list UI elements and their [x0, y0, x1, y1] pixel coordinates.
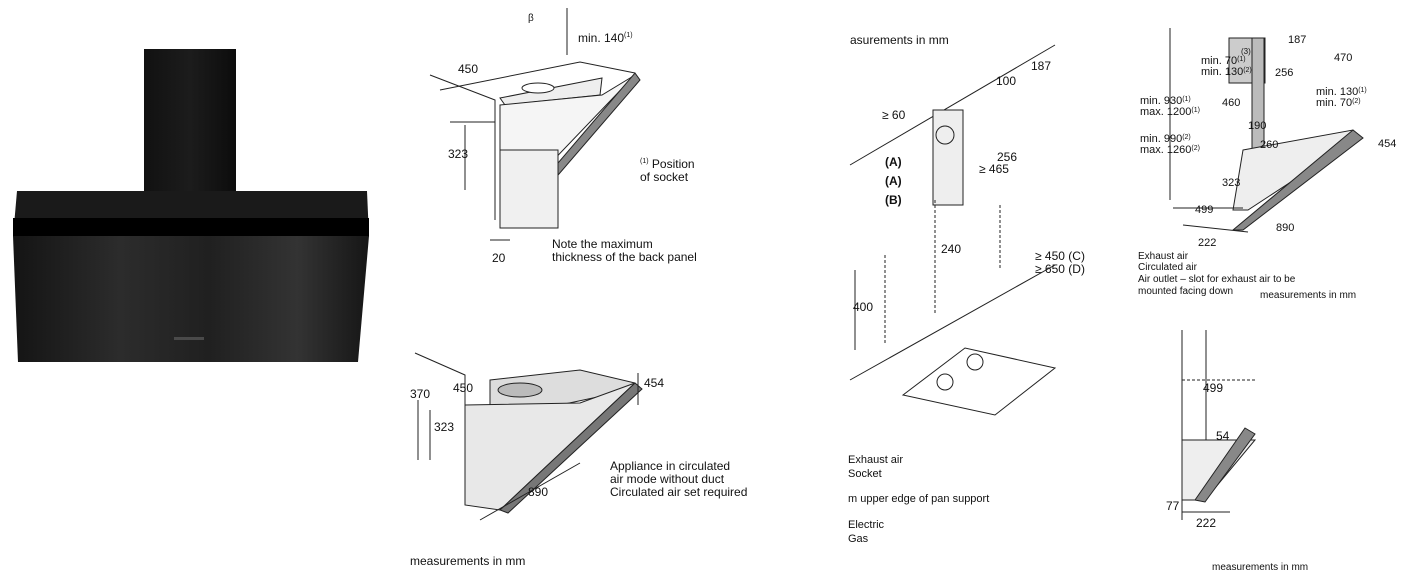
dim-890-label: 890 [1276, 222, 1295, 234]
panel-title: asurements in mm [850, 33, 949, 47]
dim-470-label: 470 [1334, 52, 1353, 64]
dim-650d-label: ≥ 650 (D) [1035, 262, 1085, 276]
dim-height-label: 323 [448, 147, 469, 161]
legend-exhaust-air: Exhaust air [1138, 251, 1189, 262]
dim-height-label: 323 [434, 420, 455, 434]
label-b: (B) [885, 193, 902, 207]
dim-240-label: 240 [941, 242, 962, 256]
dim-angle-label: β [528, 13, 534, 24]
diagram-circulated-air: 370 450 323 454 890 Appliance in circula… [410, 345, 830, 579]
label-min930-max1200: min. 930(1) max. 1200(1) [1140, 95, 1200, 118]
dim-77-label: 77 [1166, 499, 1180, 513]
dim-3-label: (3) [1241, 47, 1251, 56]
dim-323-label: 323 [1222, 177, 1241, 189]
dim-222-label: 222 [1198, 237, 1217, 249]
label-min990-max1260: min. 990(2) max. 1260(2) [1140, 133, 1200, 156]
note-circulated-air: Appliance in circulated air mode without… [610, 459, 748, 499]
dim-190-label: 190 [1248, 120, 1267, 132]
dim-499-label: 499 [1203, 381, 1224, 395]
legend-air-outlet: Air outlet – slot for exhaust air to be [1138, 274, 1296, 285]
dim-width-label: 450 [458, 62, 479, 76]
note-position-socket: (1) Position of socket [640, 157, 695, 184]
dim-256-label: 256 [997, 150, 1018, 164]
legend-circulated-air: Circulated air [1138, 262, 1197, 273]
dim-60-label: ≥ 60 [882, 108, 906, 122]
measurements-note: measurements in mm [410, 554, 526, 568]
dim-back-thickness-label: 20 [492, 251, 506, 265]
dim-260-label: 260 [1260, 139, 1279, 151]
legend-electric: Electric [848, 519, 885, 531]
dim-total-height-label: 370 [410, 387, 431, 401]
diagram-side-profile: 499 54 77 222 measurements in mm [1160, 330, 1408, 579]
label-min70-min130: min. 70(1) min. 130(2) [1201, 55, 1252, 78]
dim-460-label: 460 [1222, 97, 1241, 109]
dim-width-label: 450 [453, 381, 474, 395]
dim-450c-label: ≥ 450 (C) [1035, 249, 1085, 263]
legend-mounted-facing-down: mounted facing down [1138, 286, 1234, 297]
diagram-dimensions-chimney: 187 (3) 470 min. 70(1) min. 130(2) 256 m… [1138, 0, 1408, 310]
label-a-1: (A) [885, 155, 902, 169]
legend-gas: Gas [848, 533, 869, 545]
diagram-wall-mount-socket: β min. 140(1) 450 323 20 (1) Position of… [410, 0, 790, 280]
dim-187-label: 187 [1288, 34, 1307, 46]
note-max-thickness: Note the maximum thickness of the back p… [552, 237, 697, 264]
dim-499-label: 499 [1195, 204, 1214, 216]
legend-exhaust-air: Exhaust air [848, 454, 904, 466]
label-min130-min70: min. 130(1) min. 70(2) [1316, 86, 1367, 109]
dim-465-label: ≥ 465 [979, 162, 1009, 176]
measurements-note: measurements in mm [1212, 562, 1309, 573]
label-a-2: (A) [885, 174, 902, 188]
product-photo [0, 40, 380, 370]
measurements-note: measurements in mm [1260, 290, 1357, 301]
legend-socket: Socket [848, 468, 882, 480]
dim-454-label: 454 [1378, 138, 1397, 150]
dim-min-socket-label: min. 140(1) [578, 31, 633, 45]
dim-front-label: 454 [644, 376, 665, 390]
legend-pan-support: m upper edge of pan support [848, 493, 990, 505]
dim-187-label: 187 [1031, 59, 1052, 73]
dim-256-label: 256 [1275, 67, 1294, 79]
dim-54-label: 54 [1216, 429, 1230, 443]
diagram-installation-overview: asurements in mm 187 100 ≥ 60 256 (A) (A… [845, 0, 1085, 579]
dim-depth-label: 890 [528, 485, 549, 499]
dim-100-label: 100 [996, 74, 1017, 88]
dim-222-label: 222 [1196, 516, 1217, 530]
dim-400-label: 400 [853, 300, 874, 314]
